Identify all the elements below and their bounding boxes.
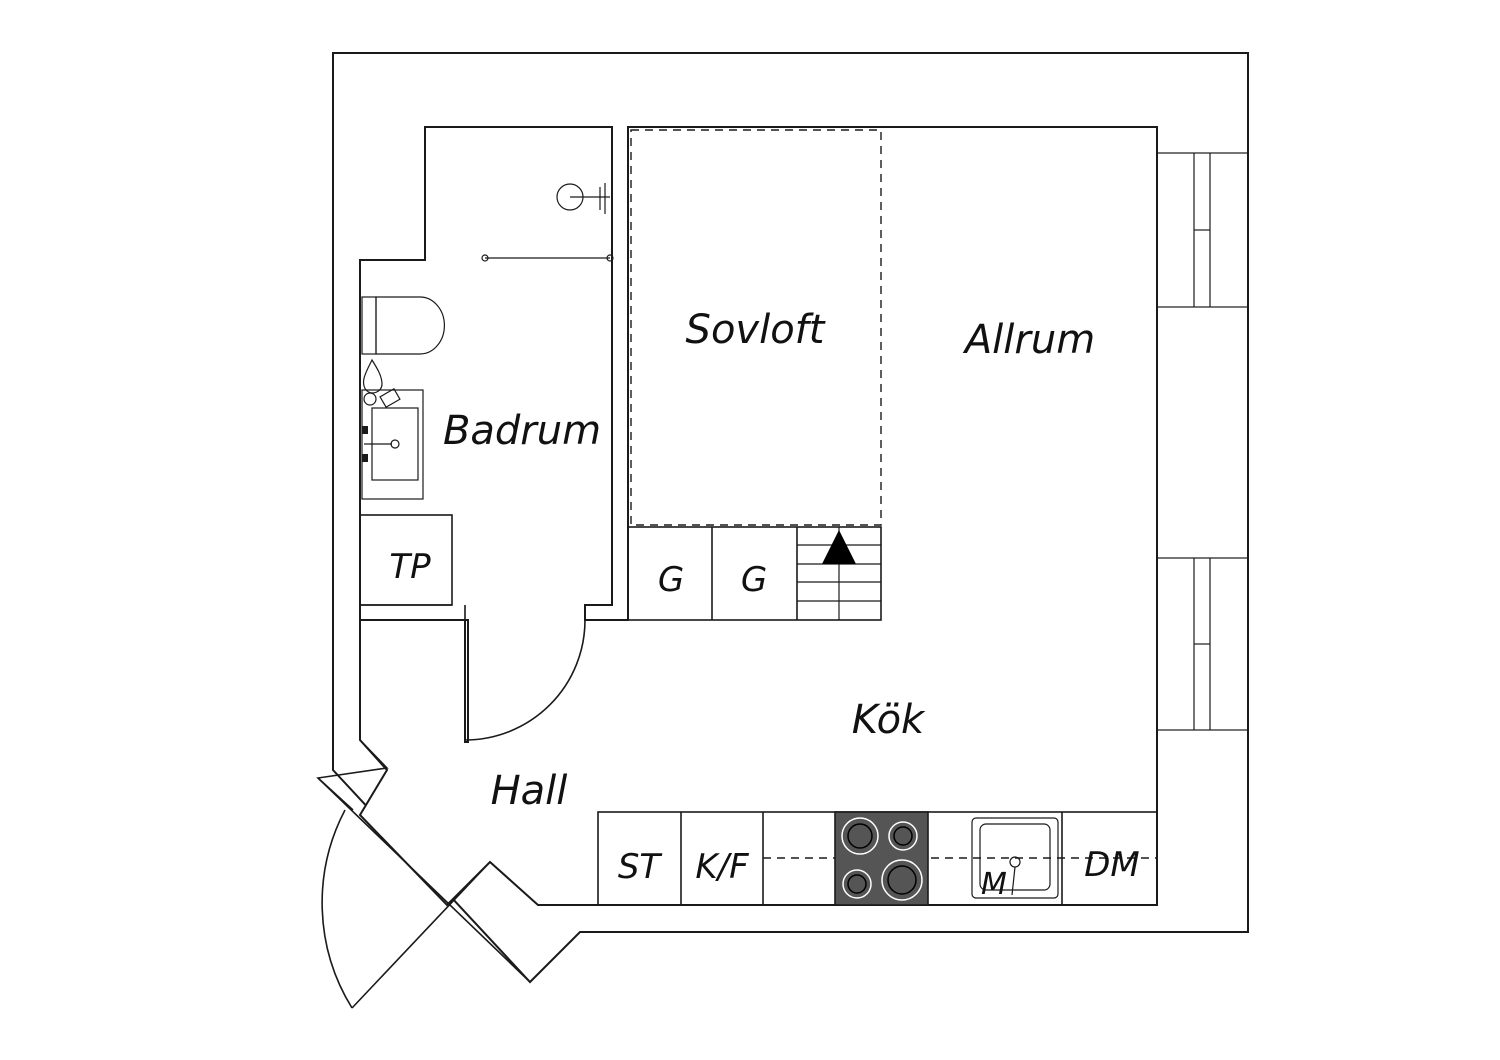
- sovloft-outline: [630, 129, 882, 526]
- bathroom-walls: [360, 126, 613, 620]
- fixture-label-g2: G: [741, 560, 767, 600]
- tp-box: [359, 514, 453, 606]
- room-label-sovloft: Sovloft: [686, 307, 826, 353]
- shower-curtain-rail: [481, 254, 614, 262]
- fixture-label-g1: G: [658, 560, 684, 600]
- wardrobe-stairs-block: [627, 526, 882, 621]
- stairs-arrow-icon: [822, 530, 856, 564]
- room-label-allrum: Allrum: [962, 317, 1095, 363]
- fixture-label-m: M: [981, 867, 1007, 902]
- fixture-label-dm: DM: [1084, 845, 1140, 885]
- entrance-door[interactable]: [317, 777, 531, 1009]
- room-label-kok: Kök: [852, 697, 926, 743]
- fixture-label-tp: TP: [389, 547, 431, 587]
- bathroom-door[interactable]: [464, 619, 586, 741]
- fixture-label-kf: K/F: [695, 847, 749, 887]
- room-label-hall: Hall: [491, 768, 568, 814]
- bathroom-sink-icon: [361, 389, 424, 500]
- window-lower: [1156, 557, 1249, 731]
- kitchen-sink-icon: [971, 817, 1059, 899]
- fixture-label-st: ST: [618, 847, 663, 887]
- sprayer-icon: [362, 358, 401, 409]
- shower-icon: [556, 183, 610, 214]
- stove-icon: [834, 811, 929, 906]
- toilet-icon: [361, 296, 445, 355]
- interior-outline: [358, 126, 1158, 907]
- room-label-badrum: Badrum: [443, 408, 601, 454]
- window-upper: [1156, 152, 1249, 308]
